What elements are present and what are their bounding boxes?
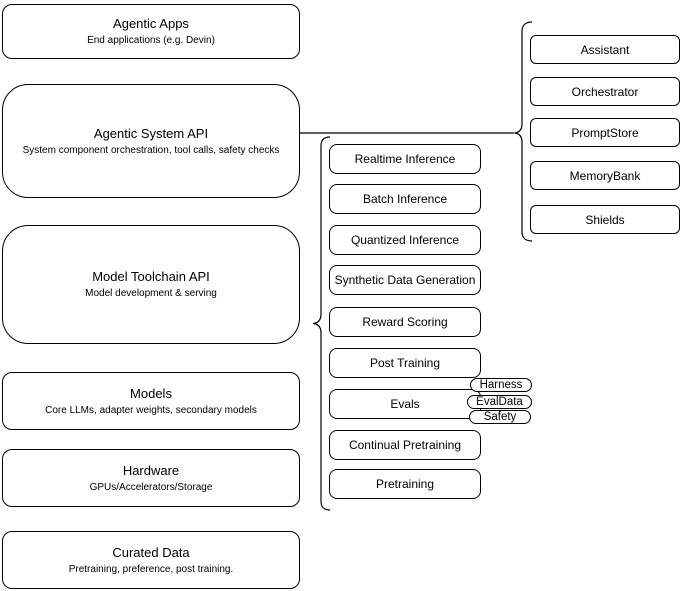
node-subtitle: Core LLMs, adapter weights, secondary mo… xyxy=(45,404,257,416)
node-orchestrator[interactable]: Orchestrator xyxy=(530,77,680,106)
node-agentic-apps[interactable]: Agentic Apps End applications (e.g. Devi… xyxy=(2,4,300,59)
node-synthetic-data-generation[interactable]: Synthetic Data Generation xyxy=(329,265,481,295)
node-title: Agentic System API xyxy=(93,125,209,141)
node-memorybank[interactable]: MemoryBank xyxy=(530,161,680,190)
node-label: Pretraining xyxy=(375,477,435,491)
tag-harness[interactable]: Harness xyxy=(470,378,532,392)
node-label: MemoryBank xyxy=(569,168,641,183)
node-models[interactable]: Models Core LLMs, adapter weights, secon… xyxy=(2,372,300,430)
node-label: Evals xyxy=(390,397,420,411)
node-subtitle: End applications (e.g. Devin) xyxy=(87,35,215,46)
tag-safety[interactable]: Safety xyxy=(469,410,531,424)
tag-label: EvalData xyxy=(476,396,523,408)
node-label: Batch Inference xyxy=(362,192,448,206)
node-label: Orchestrator xyxy=(571,84,639,99)
node-label: Synthetic Data Generation xyxy=(334,273,476,287)
node-quantized-inference[interactable]: Quantized Inference xyxy=(329,225,481,255)
node-curated-data[interactable]: Curated Data Pretraining, preference, po… xyxy=(2,531,300,589)
node-title: Agentic Apps xyxy=(113,16,189,31)
node-label: Shields xyxy=(585,212,625,227)
node-subtitle: Pretraining, preference, post training. xyxy=(68,563,234,575)
node-agentic-system-api[interactable]: Agentic System API System component orch… xyxy=(2,84,300,198)
node-label: Continual Pretraining xyxy=(348,438,462,452)
node-title: Model Toolchain API xyxy=(92,269,210,284)
tag-label: Harness xyxy=(479,379,523,391)
node-label: PromptStore xyxy=(571,125,639,140)
node-batch-inference[interactable]: Batch Inference xyxy=(329,184,481,214)
tag-label: Safety xyxy=(483,411,517,423)
node-title: Curated Data xyxy=(112,544,190,560)
node-post-training[interactable]: Post Training xyxy=(329,348,481,378)
node-shields[interactable]: Shields xyxy=(530,205,680,234)
node-model-toolchain-api[interactable]: Model Toolchain API Model development & … xyxy=(2,225,300,344)
node-title: Hardware xyxy=(122,462,180,478)
node-promptstore[interactable]: PromptStore xyxy=(530,118,680,147)
node-realtime-inference[interactable]: Realtime Inference xyxy=(329,144,481,174)
node-assistant[interactable]: Assistant xyxy=(530,35,680,64)
node-continual-pretraining[interactable]: Continual Pretraining xyxy=(329,430,481,460)
node-label: Assistant xyxy=(580,42,630,57)
node-subtitle: Model development & serving xyxy=(85,288,217,299)
node-label: Reward Scoring xyxy=(362,315,448,329)
node-pretraining[interactable]: Pretraining xyxy=(329,469,481,499)
middle-group-brace xyxy=(312,136,331,511)
node-subtitle: GPUs/Accelerators/Storage xyxy=(89,481,213,493)
node-reward-scoring[interactable]: Reward Scoring xyxy=(329,307,481,337)
node-evals[interactable]: Evals xyxy=(329,389,481,419)
node-label: Realtime Inference xyxy=(354,152,456,166)
node-title: Models xyxy=(130,385,172,401)
node-subtitle: System component orchestration, tool cal… xyxy=(22,144,280,156)
node-label: Post Training xyxy=(369,356,441,370)
node-hardware[interactable]: Hardware GPUs/Accelerators/Storage xyxy=(2,449,300,507)
node-label: Quantized Inference xyxy=(350,233,460,247)
tag-evaldata[interactable]: EvalData xyxy=(467,395,532,409)
